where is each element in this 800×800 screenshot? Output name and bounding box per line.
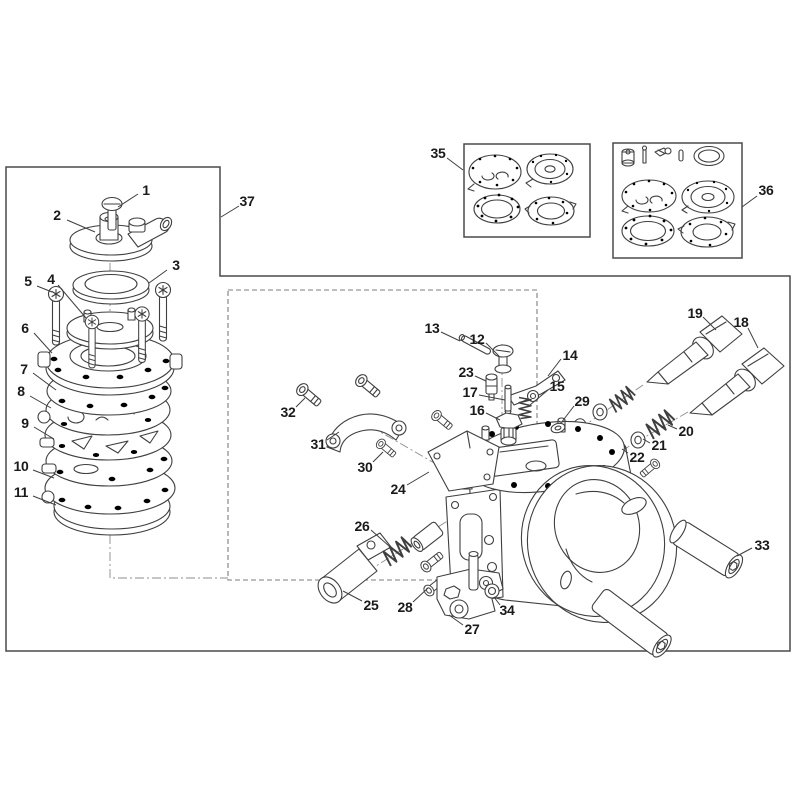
leader-line-6 <box>33 332 53 354</box>
leader-line-3 <box>148 269 168 284</box>
leader-line-31 <box>326 431 340 441</box>
leader-line-13 <box>440 331 461 342</box>
leader-line-29 <box>560 405 575 424</box>
leader-line-25 <box>342 590 363 602</box>
leader-line-36 <box>741 195 758 208</box>
leader-line-22 <box>621 448 629 454</box>
leader-line-16 <box>485 412 501 421</box>
carburetor-body-drawing <box>293 315 785 658</box>
leader-line-2 <box>66 219 96 233</box>
leader-line-5 <box>36 285 53 293</box>
leader-line-17 <box>478 394 506 401</box>
leader-line-8 <box>29 395 52 409</box>
leader-line-21 <box>642 438 651 444</box>
leader-line-7 <box>32 372 57 391</box>
leader-line-30 <box>372 451 384 463</box>
leader-line-1 <box>117 193 139 208</box>
leader-lines <box>29 157 759 626</box>
leader-line-9 <box>33 426 55 440</box>
leader-line-11 <box>32 495 57 506</box>
leader-line-4 <box>57 284 87 319</box>
leader-line-24 <box>406 471 430 486</box>
repair-kit-box-35 <box>463 143 591 238</box>
leader-line-34 <box>493 596 501 606</box>
leader-line-28 <box>412 587 429 603</box>
leader-line-14 <box>547 358 562 377</box>
leader-line-23 <box>474 375 487 382</box>
leader-line-10 <box>32 469 55 479</box>
leader-line-33 <box>736 547 753 557</box>
leader-line-26 <box>370 529 390 547</box>
leader-line-35 <box>446 157 464 171</box>
leader-line-19 <box>702 316 717 331</box>
leader-line-12 <box>485 342 500 357</box>
leader-line-37 <box>220 205 240 218</box>
repair-kit-box-36 <box>612 142 743 259</box>
leader-line-27 <box>448 614 464 626</box>
leader-line-20 <box>667 424 678 430</box>
diaphragm-stack-drawing <box>37 196 183 536</box>
leader-line-15 <box>529 389 549 406</box>
leader-line-18 <box>747 327 759 349</box>
leader-line-32 <box>295 397 306 408</box>
